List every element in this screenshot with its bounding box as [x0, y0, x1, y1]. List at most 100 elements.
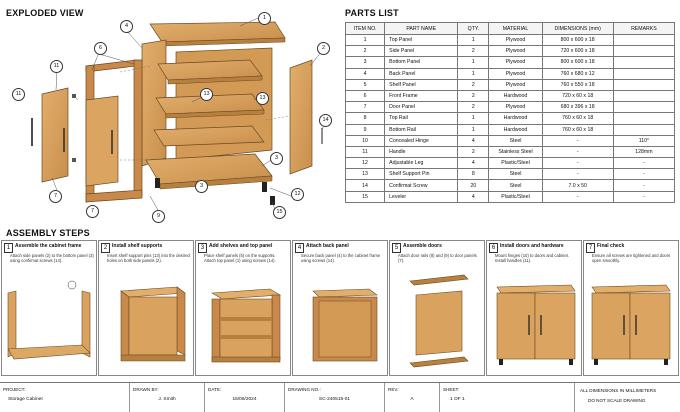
col-item-no: ITEM NO. [344, 22, 386, 35]
cell-dimensions: - [541, 157, 614, 170]
tb-sheet-value: 1 OF 1 [450, 397, 465, 402]
cell-part-name: Top Rail [384, 112, 459, 125]
callout-2: 2 [317, 42, 330, 55]
tb-drawing: DRAWING NO.: SC-240515-01 [285, 383, 385, 412]
cell-part-name: Handle [384, 145, 459, 159]
tb-date-label: DATE: [208, 387, 222, 392]
step-title: Attach back panel [306, 243, 349, 249]
callout-3b: 3 [195, 180, 208, 193]
callout-13: 13 [200, 88, 213, 101]
door-right [85, 95, 119, 187]
step-description: Ensure all screws are tightened and door… [592, 253, 671, 264]
cell-qty: 1 [457, 33, 490, 47]
cell-material: Plastic/Steel [488, 157, 543, 170]
cell-part-name: Leveler [384, 190, 459, 203]
step-title: Add shelves and top panel [209, 243, 273, 249]
cell-qty: 2 [457, 101, 490, 114]
cell-dimensions: 760 x 60 x 18 [541, 123, 614, 136]
step-2-illustration [120, 286, 186, 362]
cell-dimensions: 720 x 60 x 18 [541, 89, 614, 103]
step-description: Insert shelf support pins (13) into the … [107, 253, 190, 264]
step-5-illustration [409, 274, 469, 368]
tb-sheet-label: SHEET: [443, 387, 460, 392]
cell-qty: 4 [457, 190, 490, 203]
step-description: Secure back panel (4) to the cabinet fra… [301, 253, 381, 264]
callout-1: 1 [258, 12, 271, 25]
cell-part-name: Shelf Support Pin [384, 168, 459, 181]
tb-drawn-label: DRAWN BY: [133, 387, 159, 392]
cell-material: Plywood [488, 101, 543, 114]
cell-remarks: 128mm [612, 145, 676, 159]
step-3-illustration [211, 288, 281, 363]
tb-drawing-value: SC-240515-01 [318, 397, 351, 402]
callout-11b: 11 [12, 88, 25, 101]
cell-dimensions: 800 x 600 x 18 [541, 33, 614, 47]
step-description: Mount hinges (10) to doors and cabinet. … [495, 253, 570, 264]
callout-3: 3 [270, 152, 283, 165]
callout-6: 6 [94, 42, 107, 55]
cell-dimensions: - [541, 145, 614, 159]
tb-note-scale: DO NOT SCALE DRAWING [588, 398, 646, 403]
step-5: 5 Assemble doors Attach door rails (8) a… [389, 240, 485, 376]
tb-date-value: 15/06/2024 [232, 397, 257, 402]
tb-sheet: SHEET: 1 OF 1 [440, 383, 575, 412]
step-title: Install shelf supports [112, 243, 163, 249]
step-1: 1 Assemble the cabinet frame Attach side… [1, 240, 97, 376]
parts-list-title: PARTS LIST [345, 8, 399, 18]
cell-part-name: Bottom Panel [384, 56, 459, 69]
col-part-name: PART NAME [384, 22, 459, 35]
cell-material: Steel [488, 179, 543, 192]
cell-qty: 2 [457, 145, 490, 159]
cell-part-name: Confirmat Screw [384, 179, 459, 192]
cell-remarks [612, 101, 676, 114]
cell-item-no: 14 [344, 179, 386, 192]
tb-project: PROJECT: Storage Cabinet [0, 383, 130, 412]
step-title: Final check [597, 243, 625, 249]
cell-material: Plywood [488, 45, 543, 58]
tb-project-value: Storage Cabinet [8, 397, 43, 402]
col-material: MATERIAL [488, 22, 543, 35]
cell-dimensions: 7.0 x 50 [541, 179, 614, 192]
cell-remarks [612, 67, 676, 80]
step-6: 6 Install doors and hardware Mount hinge… [486, 240, 582, 376]
tb-drawing-label: DRAWING NO.: [288, 387, 321, 392]
cell-material: Hardwood [488, 89, 543, 103]
cell-material: Steel [488, 134, 543, 147]
step-description: Attach side panels (2) to the bottom pan… [10, 253, 94, 264]
cell-qty: 4 [457, 157, 490, 170]
cell-material: Plywood [488, 56, 543, 69]
cell-dimensions: 760 x 680 x 12 [541, 67, 614, 80]
step-number: 4 [295, 243, 304, 253]
cell-part-name: Door Panel [384, 101, 459, 114]
step-7: 7 Final check Ensure all screws are tigh… [583, 240, 679, 376]
cell-part-name: Back Panel [384, 67, 459, 80]
cell-part-name: Side Panel [384, 45, 459, 58]
exploded-view: EXPLODED VIEW [0, 0, 340, 223]
cell-qty: 20 [457, 179, 490, 192]
cell-item-no: 11 [344, 145, 386, 159]
cell-remarks: 110° [612, 134, 676, 147]
step-description: Attach door rails (8) and (9) to door pa… [398, 253, 477, 264]
step-title: Assemble the cabinet frame [15, 243, 82, 249]
exploded-drawing [31, 17, 326, 213]
callout-14: 14 [319, 114, 332, 127]
cell-item-no: 13 [344, 168, 386, 181]
cell-part-name: Adjustable Leg [384, 157, 459, 170]
step-6-illustration [496, 284, 576, 365]
step-number: 1 [4, 243, 13, 253]
step-number: 6 [489, 243, 498, 253]
cell-remarks: - [612, 190, 676, 203]
cell-qty: 2 [457, 89, 490, 103]
cell-dimensions: 760 x 60 x 18 [541, 112, 614, 125]
cell-item-no: 10 [344, 134, 386, 147]
callout-7b: 7 [86, 205, 99, 218]
assembly-title: ASSEMBLY STEPS [6, 228, 90, 238]
door-left [41, 87, 69, 183]
